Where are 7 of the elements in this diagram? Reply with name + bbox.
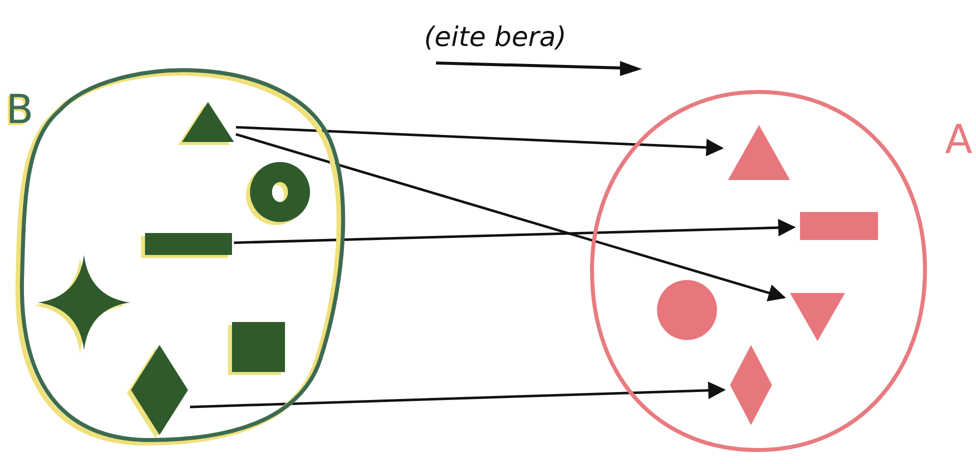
arrow: [190, 382, 726, 408]
arrow: [234, 218, 796, 244]
set-label: B: [6, 90, 34, 130]
set-label: A: [945, 120, 972, 160]
note-text: (eite bera): [424, 22, 566, 53]
arrow: [236, 133, 786, 302]
arrow: [236, 126, 724, 156]
